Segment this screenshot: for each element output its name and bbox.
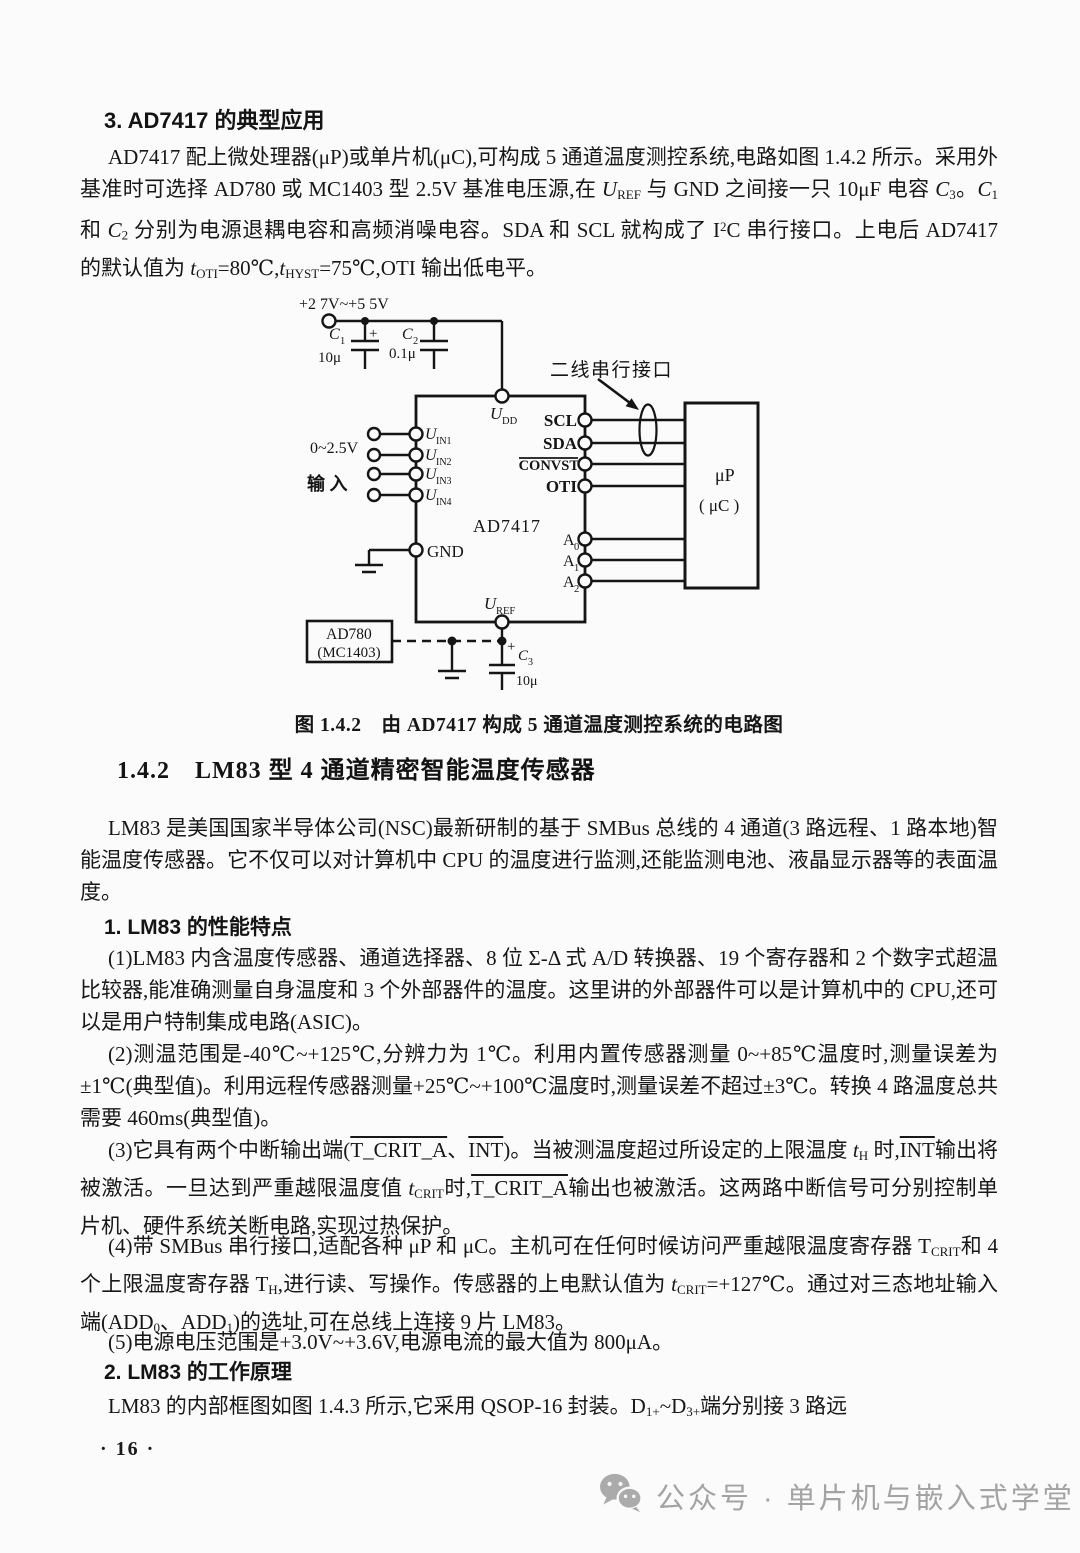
uin1-label-sub: IN1 bbox=[436, 436, 452, 447]
feature-item-4: (4)带 SMBus 串行接口,适配各种 μP 和 μC。主机可在任何时候访问严… bbox=[80, 1234, 999, 1335]
mcu-label-line1: μP bbox=[715, 465, 735, 485]
feature-item-2: (2)测温范围是-40℃~+125℃,分辨力为 1℃。利用内置传感器测量 0~+… bbox=[80, 1042, 998, 1130]
ref-box-label-line1: AD780 bbox=[326, 626, 372, 643]
c1-label: C bbox=[329, 326, 340, 343]
arrowhead-icon bbox=[625, 398, 639, 410]
junction-dots bbox=[361, 317, 507, 646]
c3-label-sub: 3 bbox=[528, 657, 533, 668]
uin2-label-sub: IN2 bbox=[436, 457, 452, 468]
heading-ad7417-applications: 3. AD7417 的典型应用 bbox=[104, 108, 325, 133]
c1-label-sub: 1 bbox=[340, 336, 345, 347]
c1-value: 10μ bbox=[318, 350, 341, 366]
c1-polarity-plus: + bbox=[369, 326, 377, 342]
uref-pin-label-sub: REF bbox=[496, 606, 515, 617]
a2-pin-label: A bbox=[563, 574, 575, 591]
c3-label: C bbox=[518, 648, 529, 664]
subheading-lm83-features: 1. LM83 的性能特点 bbox=[104, 916, 292, 939]
watermark: 公众号 · 单片机与嵌入式学堂 bbox=[598, 1472, 1075, 1519]
a1-pin-label: A bbox=[563, 553, 575, 570]
c2-label: C bbox=[402, 326, 413, 343]
wechat-icon bbox=[598, 1472, 644, 1519]
udd-pin-label: U bbox=[490, 404, 504, 423]
serial-bus-label: 二线串行接口 bbox=[550, 359, 673, 381]
chip-name-label: AD7417 bbox=[473, 516, 541, 536]
paragraph-ad7417-intro: AD7417 配上微处理器(μP)或单片机(μC),可构成 5 通道温度测控系统… bbox=[80, 145, 999, 281]
c2-label-sub: 2 bbox=[413, 336, 418, 347]
ref-box-label-line2: (MC1403) bbox=[317, 645, 380, 661]
c3-value: 10μ bbox=[516, 674, 538, 689]
convst-pin-label: CONVST bbox=[519, 458, 580, 474]
sda-pin-label: SDA bbox=[543, 434, 578, 453]
uin3-label: U bbox=[425, 466, 438, 483]
a0-pin-label: A bbox=[563, 532, 575, 549]
feature-item-5: (5)电源电压范围是+3.0V~+3.6V,电源电流的最大值为 800μA。 bbox=[108, 1330, 674, 1354]
figure-caption: 图 1.4.2 由 AD7417 构成 5 通道温度测控系统的电路图 bbox=[294, 715, 784, 736]
uin2-label: U bbox=[425, 447, 438, 464]
pin-circles bbox=[321, 313, 593, 630]
mcu-box bbox=[683, 401, 760, 590]
uref-pin-label: U bbox=[484, 594, 498, 613]
udd-pin-label-sub: DD bbox=[502, 416, 518, 427]
page-number: · 16 · bbox=[100, 1438, 156, 1460]
paragraph-lm83-intro: LM83 是美国国家半导体公司(NSC)最新研制的基于 SMBus 总线的 4 … bbox=[80, 816, 998, 904]
subheading-lm83-principle: 2. LM83 的工作原理 bbox=[104, 1361, 292, 1384]
mcu-label-line2: ( μC ) bbox=[699, 496, 739, 515]
gnd-pin-label: GND bbox=[427, 542, 464, 561]
serial-bus-ellipse bbox=[638, 403, 658, 457]
uin1-label: U bbox=[425, 426, 438, 443]
section-heading-lm83: 1.4.2 LM83 型 4 通道精密智能温度传感器 bbox=[117, 758, 596, 784]
paragraph-lm83-principle: LM83 的内部框图如图 1.4.3 所示,它采用 QSOP-16 封装。D1+… bbox=[108, 1394, 848, 1419]
circuit-diagram-figure: +2 7V~+5 5V C 1 + 10μ C 2 0.1μ U DD 二线串行… bbox=[285, 292, 785, 732]
input-range-label: 0~2.5V bbox=[310, 440, 359, 457]
c3-polarity-plus: + bbox=[507, 639, 515, 655]
supply-voltage-label: +2 7V~+5 5V bbox=[299, 296, 389, 313]
uin3-label-sub: IN3 bbox=[436, 476, 452, 487]
uin4-label: U bbox=[425, 487, 438, 504]
voltage-reference-box bbox=[305, 619, 394, 664]
input-label: 输 入 bbox=[307, 473, 348, 494]
uin4-label-sub: IN4 bbox=[436, 497, 452, 508]
watermark-text: 公众号 · 单片机与嵌入式学堂 bbox=[656, 1482, 1075, 1515]
ad7417-circuit-svg: +2 7V~+5 5V C 1 + 10μ C 2 0.1μ U DD 二线串行… bbox=[299, 296, 760, 690]
feature-item-3: (3)它具有两个中断输出端(T_CRIT_A、INT)。当被测温度超过所设定的上… bbox=[80, 1138, 999, 1238]
a2-pin-label-sub: 2 bbox=[574, 584, 579, 595]
feature-item-1: (1)LM83 内含温度传感器、通道选择器、8 位 Σ-Δ 式 A/D 转换器、… bbox=[80, 946, 998, 1034]
scl-pin-label: SCL bbox=[544, 411, 577, 430]
a0-pin-label-sub: 0 bbox=[574, 542, 579, 553]
oti-pin-label: OTI bbox=[546, 477, 578, 496]
c2-value: 0.1μ bbox=[389, 346, 416, 362]
a1-pin-label-sub: 1 bbox=[574, 563, 579, 574]
